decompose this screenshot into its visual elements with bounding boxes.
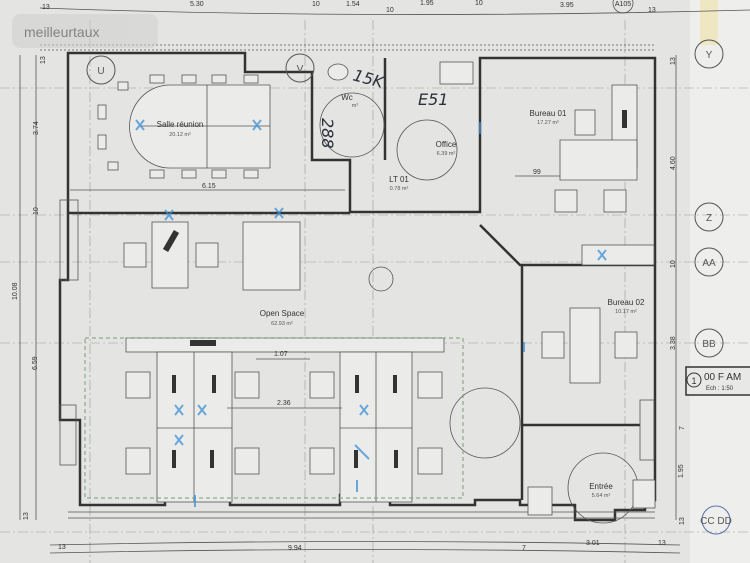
watermark-logo: meilleurtaux (12, 14, 158, 48)
handwritten-note: 288 (318, 118, 337, 149)
grid-axis-BB: BB (694, 328, 724, 358)
dimension-label: 10 (670, 260, 677, 268)
dimension-label: 13 (679, 517, 686, 525)
dimension-label: 10 (475, 0, 483, 7)
room-area-lt01: 0.78 m² (390, 186, 409, 192)
handwritten-note: E51 (418, 90, 448, 109)
dimension-label: 3.01 (586, 540, 600, 547)
open-space-furniture (84, 221, 464, 503)
room-area-bureau02: 10.17 m² (615, 309, 637, 315)
room-area-bureau01: 17.27 m² (537, 120, 559, 126)
section-marker: A105 (615, 1, 631, 8)
dimension-label: 2.36 (277, 400, 291, 407)
dimension-label: 1.54 (346, 1, 360, 8)
room-label-bureau01: Bureau 01 (530, 109, 567, 118)
room-area-office: 6.39 m² (437, 151, 456, 157)
svg-text:Z: Z (706, 213, 712, 224)
dimension-label: 7 (522, 545, 526, 552)
grid-axis-CC-DD: CC DD (700, 505, 732, 535)
room-label-wc: Wc (341, 93, 353, 102)
dimension-label: 4.60 (670, 156, 677, 170)
dimension-label: 10 (33, 207, 40, 215)
svg-text:Ech : 1:50: Ech : 1:50 (706, 386, 734, 392)
dimension-label: 10 (386, 7, 394, 14)
dimension-label: 1.95 (678, 464, 685, 478)
grid-axis-AA: AA (694, 247, 724, 277)
grid-axis-U: U (86, 55, 116, 85)
dimension-label: 3.95 (560, 2, 574, 9)
dimension-label: 99 (533, 169, 541, 176)
dimension-label: 13 (658, 540, 666, 547)
dimension-label: 13 (648, 7, 656, 14)
room-label-salle-reunion: Salle réunion (157, 120, 204, 129)
svg-text:Y: Y (706, 50, 713, 61)
room-area-open-space: 62.93 m² (271, 321, 293, 327)
bureau01-furniture (554, 84, 655, 266)
dimension-label: 10.08 (12, 282, 19, 300)
dimension-label: 6.59 (32, 356, 39, 370)
grid-axis-V: V (285, 53, 315, 83)
svg-text:00 F AM: 00 F AM (704, 372, 741, 383)
dimension-label: 7 (679, 426, 686, 430)
room-area-wc: m² (352, 103, 359, 109)
dimension-label: 6.15 (202, 183, 216, 190)
dimension-label: 13 (23, 512, 30, 520)
dimension-label: 13 (42, 4, 50, 11)
dimension-label: 3.74 (33, 121, 40, 135)
room-area-salle-reunion: 20.12 m² (169, 132, 191, 138)
svg-text:meilleurtaux: meilleurtaux (24, 24, 99, 40)
dimension-label: 1.95 (420, 0, 434, 7)
room-label-lt01: LT 01 (389, 175, 409, 184)
room-label-open-space: Open Space (260, 309, 305, 318)
dimension-label: 13 (670, 57, 677, 65)
svg-text:CC DD: CC DD (700, 516, 732, 527)
svg-text:1: 1 (691, 376, 696, 386)
blue-marks (135, 119, 607, 507)
room-label-office: Office (436, 140, 457, 149)
svg-text:U: U (97, 66, 104, 77)
dimension-lines (19, 7, 750, 554)
svg-text:BB: BB (702, 339, 716, 350)
room-label-entree: Entrée (589, 482, 613, 491)
grid-axis-Y: Y (694, 39, 724, 69)
meeting-table (97, 74, 271, 179)
svg-text:AA: AA (702, 258, 716, 269)
dimension-label: 5.30 (190, 1, 204, 8)
dimension-label: 3.38 (670, 336, 677, 350)
dimension-label: 13 (58, 544, 66, 551)
dimension-label: 10 (312, 1, 320, 8)
dimension-label: 13 (40, 56, 47, 64)
dimension-label: 1.07 (274, 351, 288, 358)
grid-axis-Z: Z (694, 202, 724, 232)
svg-text:V: V (297, 64, 304, 75)
room-area-entree: 5.64 m² (592, 493, 611, 499)
room-label-bureau02: Bureau 02 (608, 298, 645, 307)
title-block: 1 00 F AM Ech : 1:50 (685, 366, 750, 396)
dimension-label: 9.94 (288, 545, 302, 552)
